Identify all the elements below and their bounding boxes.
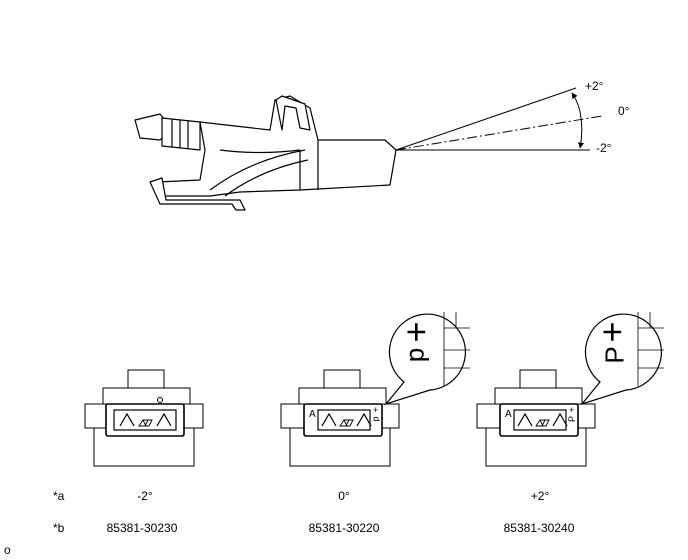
window-letter-zero: A	[309, 409, 316, 420]
row-a-value-1: -2°	[137, 489, 153, 503]
angle-lines	[395, 87, 603, 151]
callout-d-zero: d	[404, 347, 435, 363]
row-b-value-1: 85381-30230	[106, 521, 178, 535]
connector-plus-2	[476, 369, 596, 467]
zero-dash-line	[395, 115, 603, 151]
callout-zero	[384, 312, 470, 406]
angle-label-plus-2: +2°	[585, 79, 604, 93]
angle-arc-lower	[578, 117, 585, 149]
row-a-value-2: 0°	[338, 489, 350, 503]
row-b-value-2: 85381-30220	[308, 521, 380, 535]
row-a-value-3: +2°	[530, 489, 550, 503]
angle-label-minus-2: -2°	[596, 141, 612, 155]
side-p-plus-2: P	[567, 415, 578, 423]
row-b-label: *b	[53, 521, 65, 535]
plus-2-line	[395, 87, 577, 151]
row-a-label: *a	[53, 489, 65, 503]
connector-minus-2	[84, 369, 204, 467]
callout-plus-2	[580, 312, 664, 406]
callout-plus-zero: +	[396, 321, 438, 343]
callout-plus-plus-2: +	[592, 321, 634, 343]
footer-mark: o	[4, 543, 11, 557]
row-b-value-3: 85381-30240	[503, 521, 575, 535]
connector-zero	[280, 369, 400, 467]
window-letter-plus-2: A	[505, 409, 512, 420]
angle-arc-upper	[571, 92, 582, 119]
side-plus-zero: +	[373, 405, 379, 415]
sensor-illustration	[134, 95, 397, 211]
angle-label-zero: 0°	[618, 104, 630, 118]
side-d-zero: d	[371, 416, 382, 422]
callout-p-plus-2: P	[599, 346, 630, 364]
side-plus-plus-2: +	[569, 405, 575, 415]
